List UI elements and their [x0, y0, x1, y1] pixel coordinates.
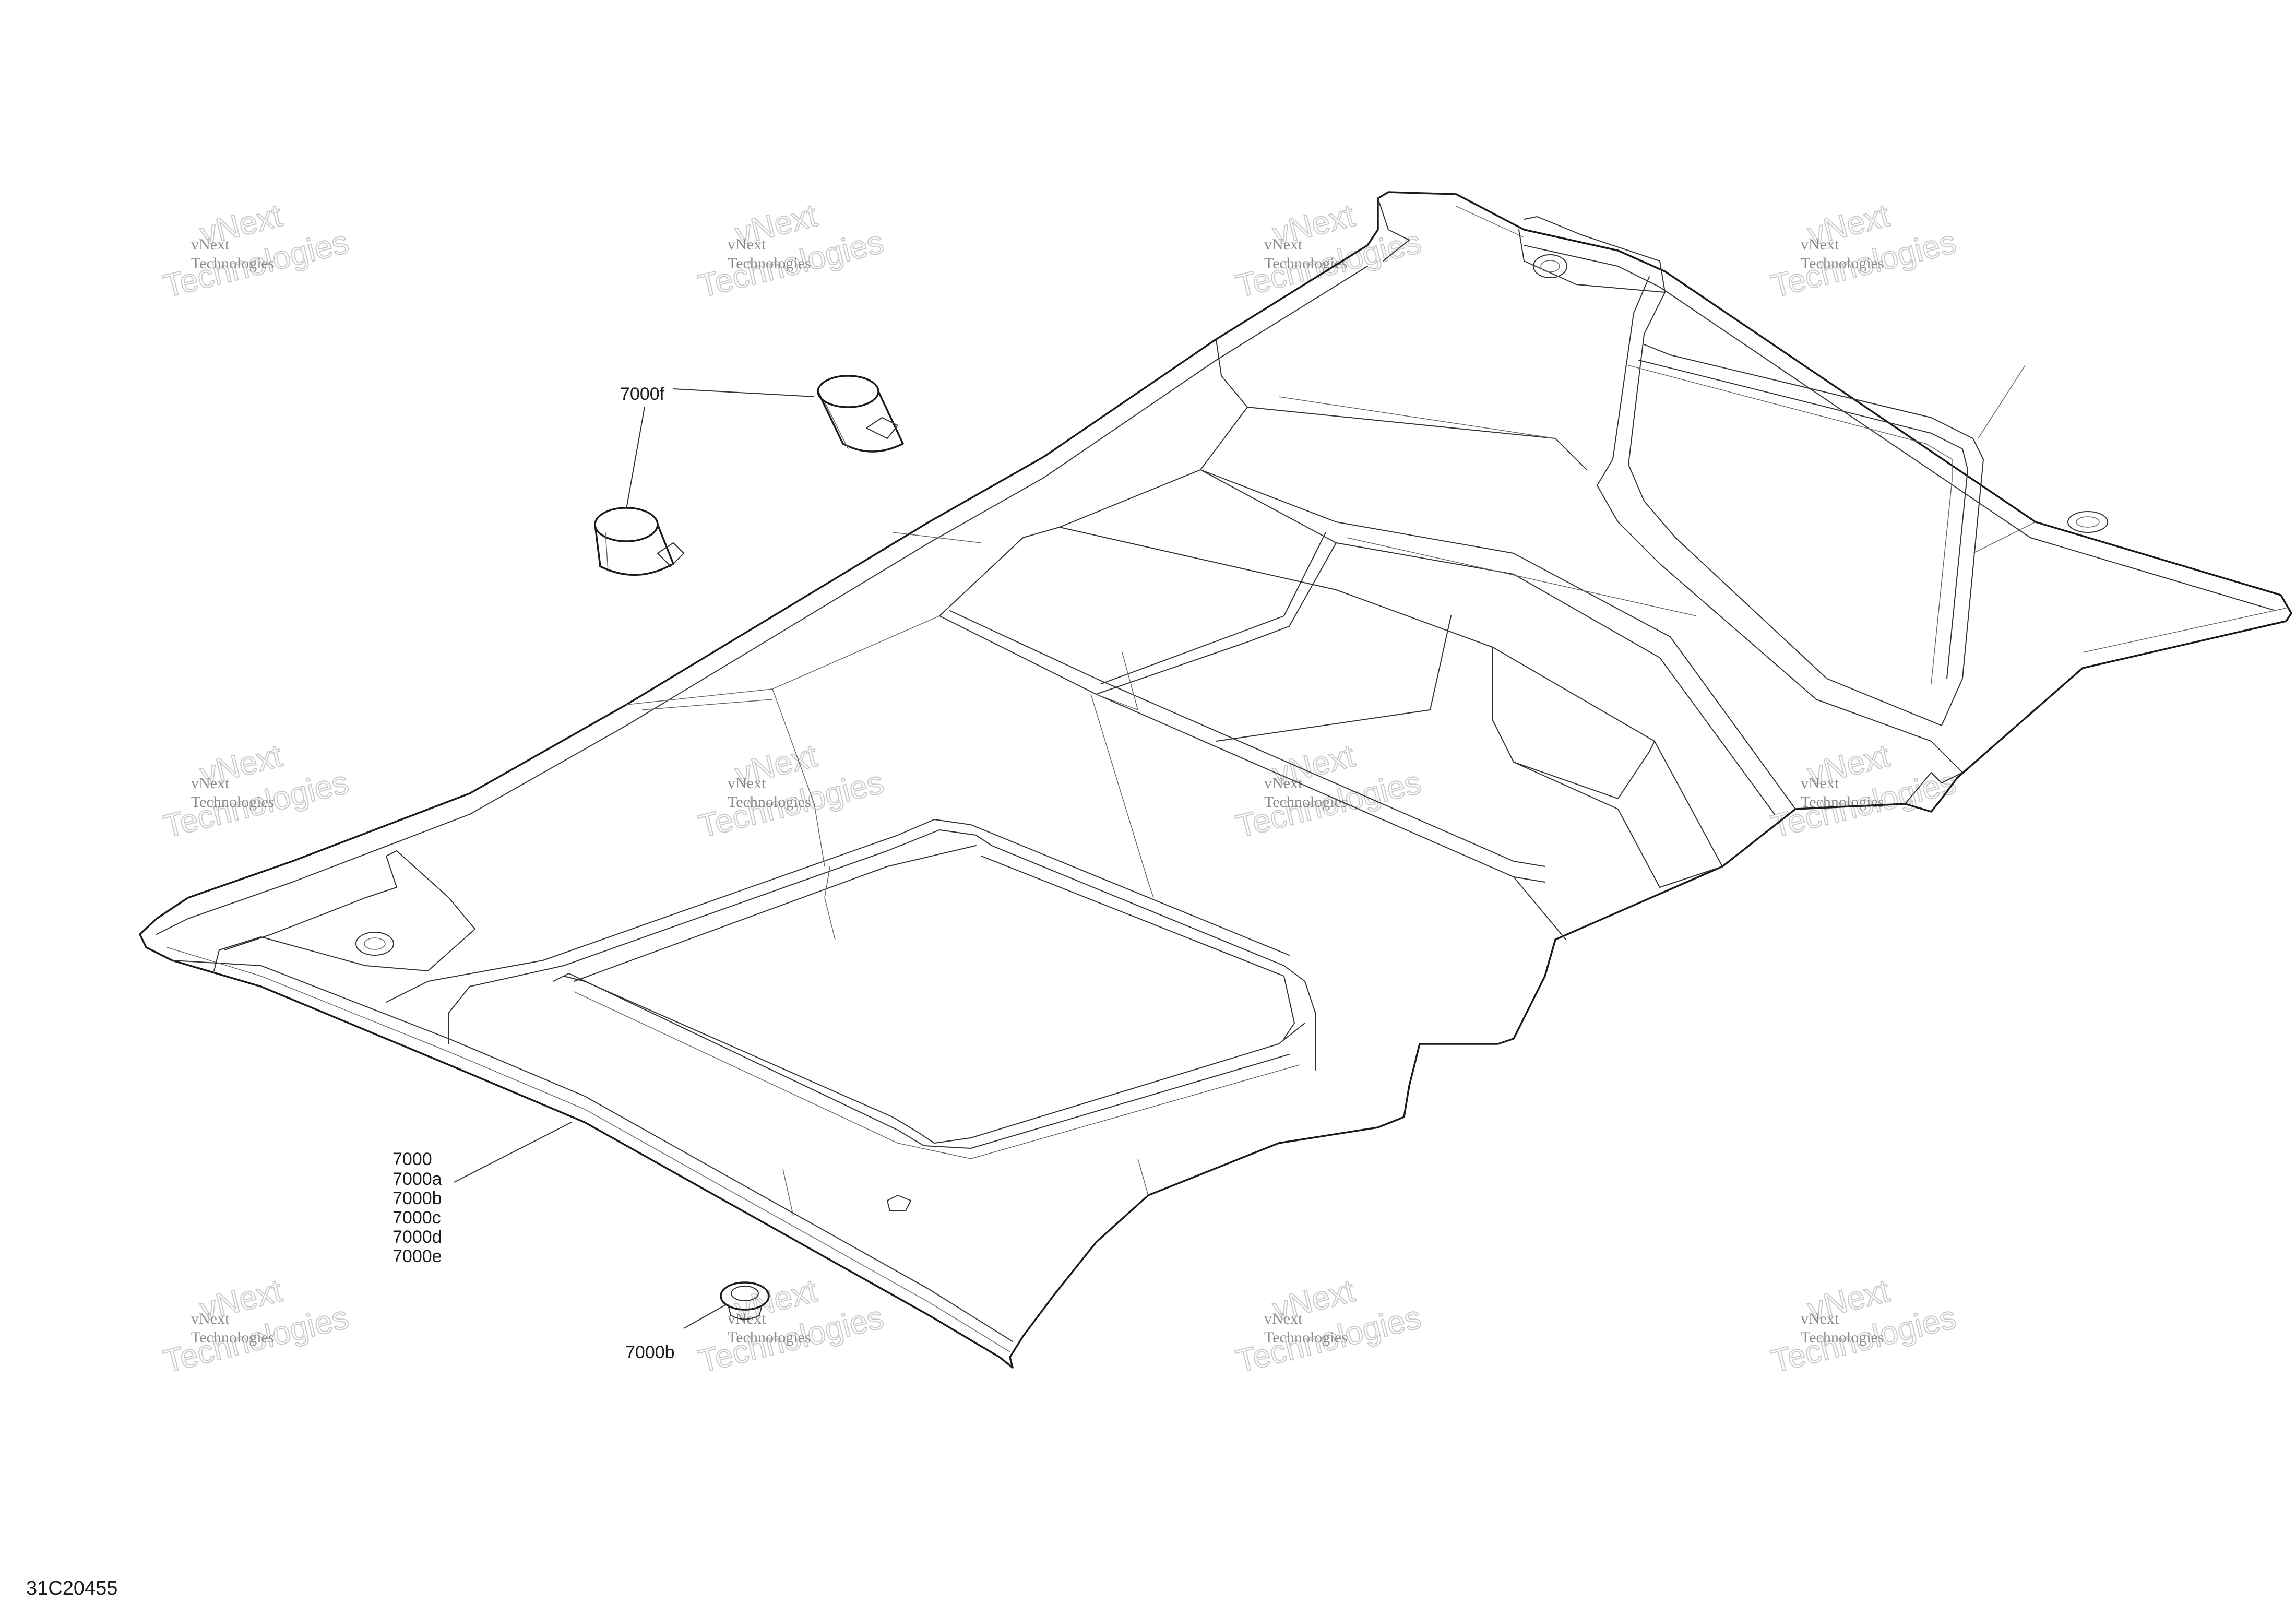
svg-text:vNext: vNext [191, 1310, 230, 1327]
svg-text:vNext: vNext [1264, 1310, 1303, 1327]
watermark: Technologies vNext vNext Technologies [695, 197, 888, 305]
svg-text:Technologies: Technologies [191, 255, 275, 272]
figure-id: 31C20455 [26, 1577, 117, 1599]
svg-text:Technologies: Technologies [1801, 255, 1884, 272]
strap-clip-icon [594, 507, 684, 576]
watermark: Technologies vNext vNext Technologies [695, 737, 888, 845]
svg-text:vNext: vNext [728, 775, 766, 792]
watermark: Technologies vNext vNext Technologies [1232, 1272, 1425, 1380]
callout-label: 7000c [392, 1208, 441, 1228]
svg-text:Technologies: Technologies [1801, 1329, 1884, 1346]
watermark: Technologies vNext vNext Technologies [160, 197, 353, 305]
svg-text:vNext: vNext [1801, 236, 1839, 253]
callout-label: 7000a [392, 1169, 442, 1189]
watermark: Technologies vNext vNext Technologies [1767, 197, 1960, 305]
callout-label: 7000f [620, 384, 665, 404]
watermark: Technologies vNext vNext Technologies [1232, 737, 1425, 845]
svg-text:vNext: vNext [1801, 775, 1839, 792]
callout-label: 7000b [625, 1342, 675, 1362]
push-rivet-icon [720, 1281, 770, 1320]
svg-text:Technologies: Technologies [191, 1329, 275, 1346]
callout-label: 7000 [392, 1149, 432, 1169]
svg-text:vNext: vNext [191, 236, 230, 253]
svg-text:Technologies: Technologies [191, 793, 275, 811]
leader-line [626, 407, 645, 509]
leader-line [454, 1122, 572, 1183]
leader-line [683, 1304, 726, 1329]
roof-panel-icon [139, 191, 2292, 1369]
watermark: Technologies vNext vNext Technologies [1767, 737, 1960, 845]
watermark: Technologies vNext vNext Technologies [160, 737, 353, 845]
callout-label: 7000d [392, 1227, 442, 1247]
leader-lines [454, 388, 815, 1329]
callout-labels: 7000f 7000 7000a 7000b 7000c 7000d 7000e… [392, 384, 675, 1362]
svg-text:vNext: vNext [191, 775, 230, 792]
svg-text:Technologies: Technologies [1264, 793, 1348, 811]
callout-label: 7000e [392, 1246, 442, 1266]
svg-text:Technologies: Technologies [728, 793, 811, 811]
svg-text:vNext: vNext [728, 236, 766, 253]
svg-text:vNext: vNext [1264, 775, 1303, 792]
callout-label: 7000b [392, 1189, 442, 1208]
strap-clip-icon [817, 375, 904, 453]
leader-line [673, 388, 815, 397]
watermark: Technologies vNext vNext Technologies [1767, 1272, 1960, 1380]
svg-text:Technologies: Technologies [728, 255, 811, 272]
svg-text:Technologies: Technologies [728, 1329, 811, 1346]
svg-text:Technologies: Technologies [1264, 255, 1348, 272]
svg-text:vNext: vNext [1801, 1310, 1839, 1327]
svg-text:Technologies: Technologies [1264, 1329, 1348, 1346]
svg-text:vNext: vNext [1264, 236, 1303, 253]
watermark: Technologies vNext vNext Technologies [160, 1272, 353, 1380]
